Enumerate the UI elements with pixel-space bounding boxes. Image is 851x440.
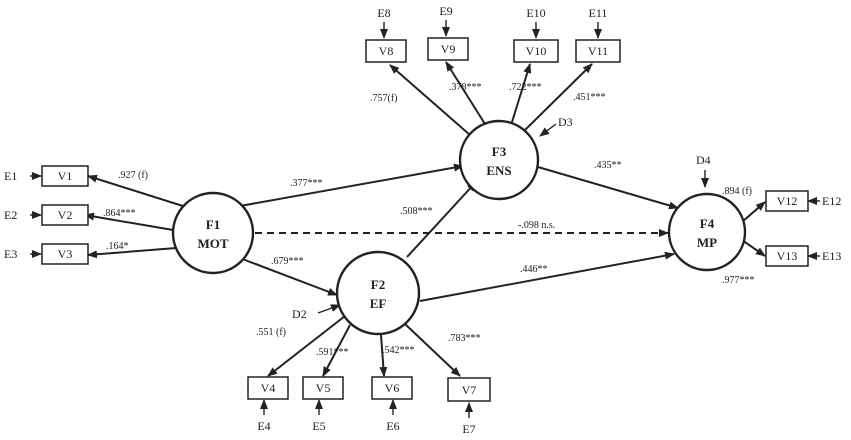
path-label-f1-f3: .377*** (290, 178, 323, 189)
error-label-e6: E6 (386, 419, 399, 433)
indicator-v2: V2 (41, 204, 89, 226)
loading-f4-v12 (741, 201, 766, 223)
indicator-label-v10: V10 (526, 44, 547, 58)
path-f1-f3 (239, 163, 464, 207)
error-label-e8: E8 (377, 6, 390, 20)
loading-f1-v2 (84, 212, 174, 231)
path-f2-f4 (419, 251, 675, 302)
error-label-e5: E5 (312, 419, 325, 433)
factor-name-f2: EF (370, 296, 387, 311)
loading-label-v10: .722*** (509, 82, 542, 93)
loading-label-v7: .783*** (448, 333, 481, 344)
path-f3-f4 (537, 166, 679, 210)
path-label-f1-f4: -.098 n.s. (518, 220, 555, 231)
loading-f1-v1 (87, 174, 187, 208)
disturbance-label-d3: D3 (558, 115, 573, 129)
indicator-v12: V12 (765, 190, 809, 212)
factor-f3: F3 ENS (458, 119, 540, 201)
indicator-label-v12: V12 (777, 194, 798, 208)
indicator-label-v9: V9 (441, 42, 456, 56)
loading-label-v3: .164* (106, 241, 129, 252)
error-label-e4: E4 (257, 419, 270, 433)
indicator-label-v1: V1 (58, 169, 73, 183)
factor-id-f4: F4 (700, 216, 715, 231)
error-label-e7: E7 (462, 422, 475, 436)
loading-label-v13: .977*** (722, 275, 755, 286)
factor-name-f3: ENS (486, 163, 511, 178)
indicator-label-v11: V11 (588, 44, 608, 58)
loading-f2-v5 (322, 324, 351, 377)
loading-f3-v8 (389, 64, 471, 136)
loading-label-v4: .551 (f) (256, 327, 286, 338)
loading-label-v6: .542*** (382, 345, 415, 356)
indicator-v5: V5 (302, 376, 344, 400)
indicator-label-v3: V3 (58, 247, 73, 261)
disturbance-arrow-d2 (317, 304, 341, 314)
indicator-label-v13: V13 (777, 249, 798, 263)
indicator-label-v7: V7 (462, 383, 477, 397)
factor-id-f1: F1 (206, 217, 220, 232)
loading-f2-v7 (404, 323, 461, 377)
loading-f3-v10 (511, 63, 532, 123)
factor-id-f3: F3 (492, 144, 507, 159)
indicator-v13: V13 (765, 245, 809, 267)
disturbance-label-d2: D2 (292, 307, 307, 321)
indicator-v4: V4 (247, 376, 289, 400)
factor-f4: F4 MP (667, 192, 747, 272)
factor-name-f1: MOT (197, 236, 228, 251)
indicator-label-v4: V4 (261, 381, 276, 395)
loading-f3-v11 (524, 63, 593, 131)
factor-f1: F1 MOT (171, 191, 255, 275)
path-f1-f2 (231, 254, 338, 296)
indicator-label-v6: V6 (385, 381, 400, 395)
indicator-v1: V1 (41, 165, 89, 187)
factor-name-f4: MP (697, 235, 717, 250)
disturbance-arrow-d3 (539, 123, 557, 137)
loading-f1-v3 (87, 247, 177, 259)
loading-f3-v9 (445, 61, 486, 125)
error-label-e9: E9 (439, 4, 452, 18)
loading-label-v8: .757(f) (370, 93, 398, 104)
error-label-e1: E1 (4, 169, 17, 183)
path-label-f3-f4: .435** (594, 160, 622, 171)
indicator-label-v5: V5 (316, 381, 331, 395)
indicator-v3: V3 (41, 243, 89, 265)
error-label-e12: E12 (822, 194, 841, 208)
loading-f4-v13 (741, 239, 766, 257)
factor-f2: F2 EF (335, 250, 421, 336)
error-label-e13: E13 (822, 249, 841, 263)
loading-f2-v6 (379, 334, 388, 377)
error-label-e2: E2 (4, 208, 17, 222)
path-label-f2-f3: .508*** (400, 206, 433, 217)
loading-label-v11: .451*** (573, 92, 606, 103)
disturbance-label-d4: D4 (696, 153, 711, 167)
indicator-v10: V10 (513, 39, 559, 63)
error-label-e3: E3 (4, 247, 17, 261)
loading-f2-v4 (267, 315, 346, 377)
indicator-v11: V11 (575, 39, 621, 63)
loading-label-v12: .894 (f) (722, 186, 752, 197)
indicator-label-v2: V2 (58, 208, 73, 222)
loading-label-v2: .864*** (103, 208, 136, 219)
path-label-f2-f4: .446** (520, 264, 548, 275)
indicator-v9: V9 (427, 37, 469, 61)
factor-id-f2: F2 (371, 277, 385, 292)
path-label-f1-f2: .679*** (271, 256, 304, 267)
loading-label-v1: .927 (f) (118, 170, 148, 181)
error-label-e11: E11 (589, 6, 608, 20)
loading-label-v9: .378*** (449, 82, 482, 93)
indicator-v7: V7 (447, 377, 491, 402)
indicator-v6: V6 (371, 376, 413, 400)
indicator-v8: V8 (365, 39, 407, 63)
loading-label-v5: .591*** (316, 347, 349, 358)
error-label-e10: E10 (526, 6, 545, 20)
indicator-label-v8: V8 (379, 44, 394, 58)
path-f2-f3 (406, 181, 477, 258)
